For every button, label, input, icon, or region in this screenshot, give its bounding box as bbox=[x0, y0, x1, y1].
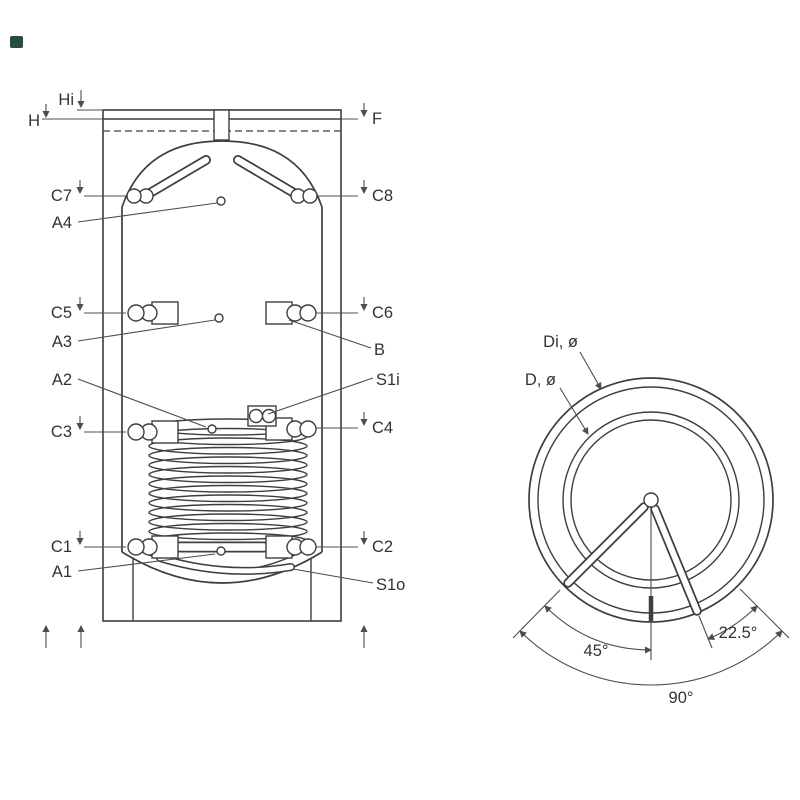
vessel-dome bbox=[121, 140, 323, 208]
label-c5: C5 bbox=[51, 304, 72, 322]
page-corner-mark bbox=[10, 36, 23, 48]
label-h: H bbox=[28, 112, 40, 130]
callout-c4: C4 bbox=[316, 412, 393, 437]
upper-pipe-left bbox=[145, 155, 211, 198]
extension-line-45-right bbox=[739, 588, 790, 639]
fitting-c1 bbox=[127, 535, 179, 559]
callout-f: F bbox=[341, 103, 382, 128]
label-s1o: S1o bbox=[376, 576, 405, 594]
label-c1: C1 bbox=[51, 538, 72, 556]
callout-c1: C1 bbox=[51, 531, 126, 556]
pipe-22deg bbox=[650, 504, 702, 616]
top-connection-stub bbox=[213, 109, 230, 141]
callout-a2: A2 bbox=[52, 371, 207, 428]
callout-s1i: S1i bbox=[267, 371, 400, 415]
callout-h: H bbox=[28, 104, 50, 130]
label-c7: C7 bbox=[51, 187, 72, 205]
label-f: F bbox=[372, 110, 382, 128]
upper-pipe-right bbox=[233, 155, 299, 198]
leader-line bbox=[77, 202, 218, 223]
callout-b: B bbox=[288, 319, 385, 359]
leader-d bbox=[559, 387, 589, 435]
label-angle-90: 90° bbox=[669, 689, 694, 707]
label-a1: A1 bbox=[52, 563, 72, 581]
fitting-c7-nut bbox=[126, 188, 142, 204]
callout-c6: C6 bbox=[316, 297, 393, 322]
label-hi: Hi bbox=[58, 91, 74, 109]
label-a4: A4 bbox=[52, 214, 72, 232]
top-view: Di, ø D, ø 45° 22.5° 90° bbox=[512, 333, 790, 707]
label-a2: A2 bbox=[52, 371, 72, 389]
label-c8: C8 bbox=[372, 187, 393, 205]
leader-line bbox=[288, 319, 372, 349]
angle-arc-90 bbox=[519, 630, 783, 686]
label-a3: A3 bbox=[52, 333, 72, 351]
fitting-c3 bbox=[127, 420, 179, 444]
leader-line bbox=[292, 568, 374, 584]
callout-c7: C7 bbox=[51, 180, 126, 205]
sensor-a4 bbox=[216, 196, 226, 206]
extension-line-45 bbox=[512, 589, 561, 639]
label-s1i: S1i bbox=[376, 371, 400, 389]
fitting-c5 bbox=[127, 301, 179, 325]
label-di: Di, ø bbox=[543, 333, 578, 351]
callout-c2: C2 bbox=[316, 531, 393, 556]
center-connection bbox=[643, 492, 659, 508]
leader-line bbox=[77, 553, 216, 572]
extension-line-22 bbox=[698, 615, 713, 649]
label-angle-22: 22.5° bbox=[719, 624, 758, 642]
label-c3: C3 bbox=[51, 423, 72, 441]
callout-a1: A1 bbox=[52, 553, 216, 581]
callout-c8: C8 bbox=[318, 180, 393, 205]
callout-hi: Hi bbox=[58, 90, 85, 109]
leader-line bbox=[267, 377, 374, 415]
sensor-a1 bbox=[216, 546, 226, 556]
label-d: D, ø bbox=[525, 371, 556, 389]
callout-c3: C3 bbox=[51, 416, 126, 441]
fitting-s1i bbox=[247, 405, 277, 427]
sensor-a3 bbox=[214, 313, 224, 323]
callout-a4: A4 bbox=[52, 202, 218, 232]
label-c6: C6 bbox=[372, 304, 393, 322]
leader-di bbox=[579, 351, 602, 390]
leader-line bbox=[77, 319, 216, 342]
callout-c5: C5 bbox=[51, 297, 126, 322]
fitting-c8-nut bbox=[302, 188, 318, 204]
label-angle-45: 45° bbox=[584, 642, 609, 660]
label-b: B bbox=[374, 341, 385, 359]
sensor-a2 bbox=[207, 424, 217, 434]
label-c2: C2 bbox=[372, 538, 393, 556]
pipe-45deg bbox=[563, 502, 649, 588]
vessel-dish-bottom bbox=[121, 551, 323, 584]
coil-outlet-pipe bbox=[156, 554, 295, 575]
leader-line bbox=[77, 378, 207, 428]
callout-a3: A3 bbox=[52, 319, 216, 351]
angle-arc-45 bbox=[544, 605, 653, 654]
label-c4: C4 bbox=[372, 419, 393, 437]
front-view: H Hi C7 A4 C5 A3 A2 bbox=[28, 90, 405, 648]
callout-s1o: S1o bbox=[292, 568, 405, 594]
fitting-c2 bbox=[265, 535, 317, 559]
